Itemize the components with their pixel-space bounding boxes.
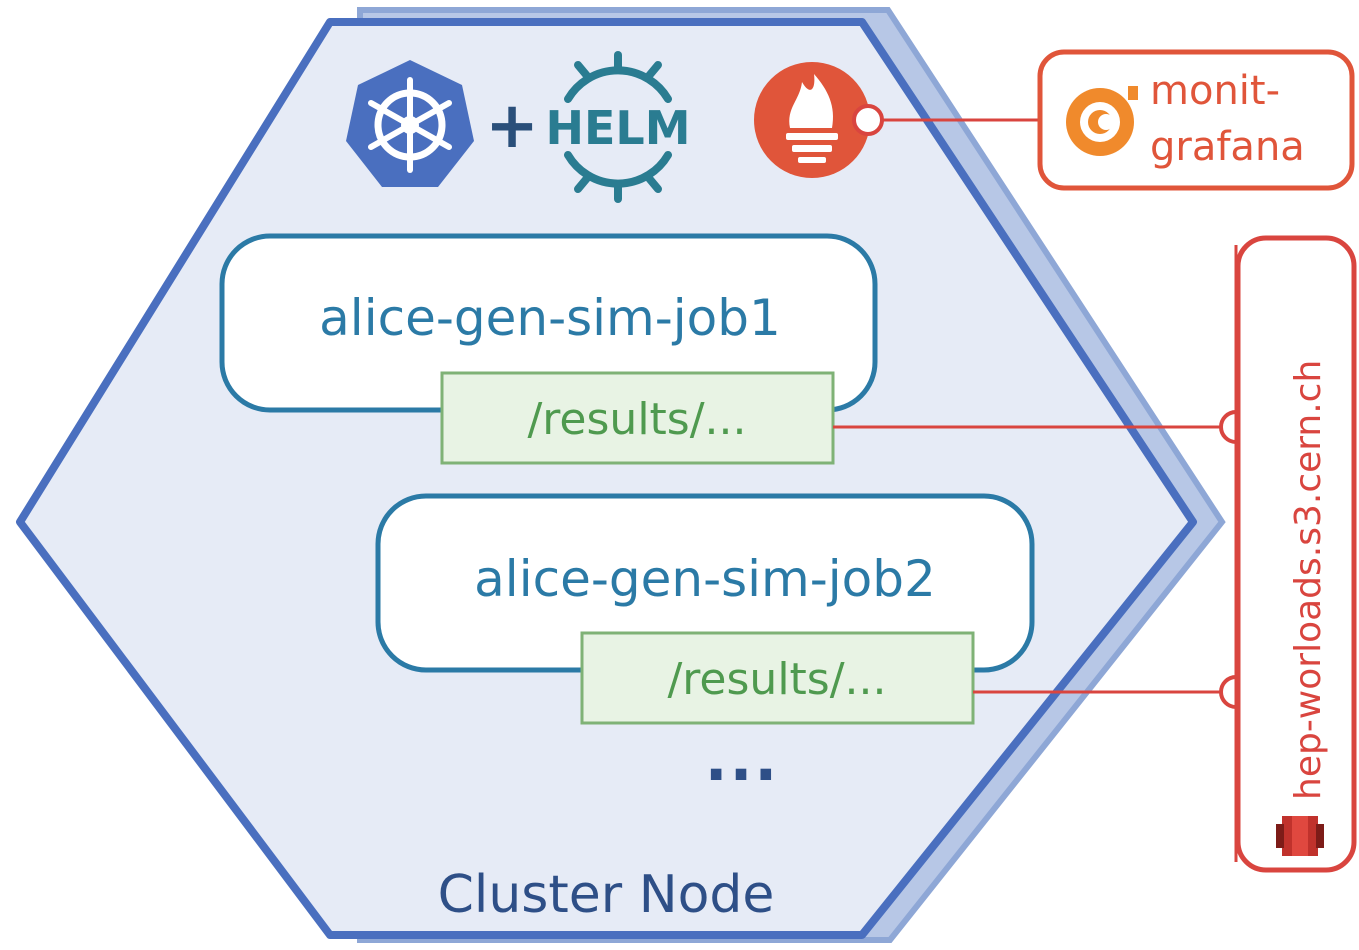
- s3-storage-box: [1235, 235, 1357, 873]
- job2-label: alice-gen-sim-job2: [474, 550, 936, 608]
- prometheus-icon: [754, 62, 870, 178]
- more-jobs-ellipsis: ...: [705, 725, 779, 795]
- cluster-node-hexagon: [16, 18, 1197, 939]
- kubernetes-icon: [346, 60, 474, 187]
- job2-results-box: [580, 631, 975, 725]
- plus-sign: +: [485, 89, 539, 163]
- grafana-label-line1: monit-: [1150, 68, 1280, 114]
- s3-bucket-icon: [1276, 816, 1324, 856]
- grafana-icon: [1066, 86, 1138, 156]
- s3-storage-label: hep-worloads.s3.cern.ch: [1288, 360, 1329, 800]
- grafana-box: [1037, 49, 1355, 191]
- helm-wheel-icon: [564, 51, 672, 203]
- grafana-connector-dot: [852, 104, 884, 136]
- job1-label: alice-gen-sim-job1: [319, 289, 781, 347]
- grafana-label-line2: grafana: [1150, 124, 1305, 170]
- helm-label: HELM: [545, 101, 690, 155]
- job1-results-box: [440, 371, 835, 465]
- job1-results-label: /results/...: [527, 394, 746, 445]
- job2-results-label: /results/...: [667, 654, 886, 705]
- cluster-node-label: Cluster Node: [438, 865, 775, 925]
